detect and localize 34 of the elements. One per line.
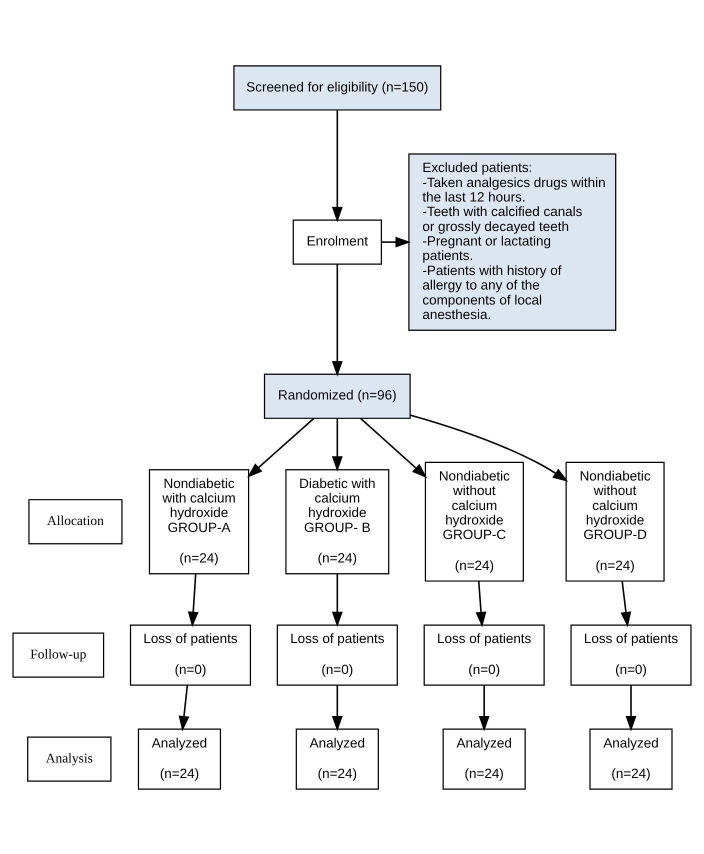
node-box: Enrolment bbox=[292, 218, 382, 264]
arrow bbox=[332, 418, 343, 472]
node-box: Analyzed (n=24) bbox=[296, 728, 379, 790]
node-box: Nondiabetic with calcium hydroxide GROUP-A (n=24) bbox=[148, 468, 250, 574]
arrow bbox=[381, 236, 411, 248]
node-box: Screened for eligibility (n=150) bbox=[233, 64, 442, 110]
node-box: Randomized (n=96) bbox=[264, 373, 411, 418]
node-box: Loss of patients (n=0) bbox=[130, 624, 252, 686]
node-box: Loss of patients (n=0) bbox=[570, 624, 692, 686]
arrow bbox=[410, 414, 568, 482]
node-box: Diabetic with calcium hydroxide GROUP- B (n=24) bbox=[285, 468, 390, 574]
arrow bbox=[332, 264, 343, 376]
node-box: Allocation bbox=[28, 498, 123, 544]
arrow bbox=[247, 417, 314, 478]
arrow bbox=[478, 684, 490, 731]
arrow bbox=[332, 110, 343, 222]
node-box: Analyzed (n=24) bbox=[138, 728, 222, 790]
node-box: Loss of patients (n=0) bbox=[424, 624, 545, 686]
arrow bbox=[476, 580, 486, 627]
node-box: Follow-up bbox=[12, 632, 104, 678]
node-box: Nondiabetic without calcium hydroxide GROUP-D (n=24) bbox=[566, 461, 665, 582]
arrow bbox=[360, 417, 428, 478]
arrow bbox=[178, 684, 190, 731]
arrow bbox=[188, 573, 199, 627]
arrow bbox=[332, 684, 343, 731]
arrow bbox=[620, 580, 632, 627]
node-box: Loss of patients (n=0) bbox=[276, 624, 398, 686]
node-box: Analysis bbox=[27, 736, 112, 782]
node-box: Analyzed (n=24) bbox=[442, 728, 526, 790]
arrow bbox=[626, 684, 636, 731]
arrow bbox=[332, 573, 343, 627]
node-box: Nondiabetic without calcium hydroxide GROUP-C (n=24) bbox=[424, 461, 524, 582]
node-box: Analyzed (n=24) bbox=[589, 728, 673, 790]
node-box: Excluded patients: -Taken analgesics drugs within the last 12 hours. -Teeth with calcified canals or grossly decayed teeth -Pregnant or lactating patients. -Patients with history of allergy to any of the components of local anesthesia. bbox=[408, 152, 616, 330]
